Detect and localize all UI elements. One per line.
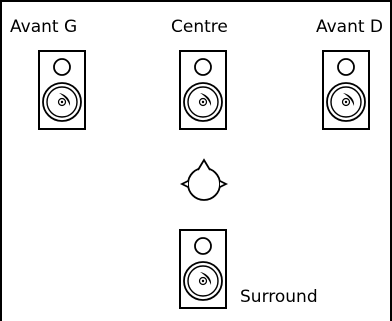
- front-left-speaker-icon: [38, 50, 86, 130]
- label-center: Centre: [171, 17, 228, 37]
- surround-speaker-icon: [179, 229, 227, 309]
- center-speaker-icon: [179, 50, 227, 130]
- label-surround: Surround: [240, 287, 318, 307]
- listener-head-icon: [179, 158, 229, 201]
- label-front-right: Avant D: [315, 17, 383, 37]
- front-right-speaker-icon: [322, 50, 370, 130]
- label-front-left: Avant G: [10, 17, 78, 37]
